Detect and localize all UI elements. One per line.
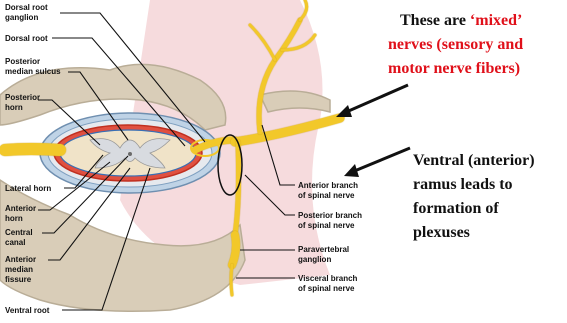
label-dorsal-root: Dorsal root <box>5 34 48 43</box>
ventral-line3: formation of <box>413 200 499 217</box>
arrow-mixed-shaft <box>344 85 408 113</box>
label-anterior-branch: Anterior branch of spinal nerve <box>298 181 360 200</box>
central-canal-dot <box>128 152 132 156</box>
arrows <box>336 85 410 177</box>
label-posterior-branch: Posterior branch of spinal nerve <box>298 211 364 230</box>
ventral-line2: ramus leads to <box>413 176 513 193</box>
arrow-ventral-head <box>344 164 359 177</box>
annotation-ventral-ramus: Ventral (anterior) ramus leads to format… <box>413 152 535 241</box>
mixed-line1: These are ‘mixed’ <box>400 12 522 29</box>
mixed-line1-black: These are <box>400 12 470 29</box>
mixed-line3: motor nerve fibers) <box>388 60 520 77</box>
cord-left-extension <box>5 149 60 150</box>
visceral-branch <box>231 265 232 295</box>
ventral-line4: plexuses <box>413 224 470 241</box>
arrow-mixed-head <box>336 105 352 117</box>
label-lateral-horn: Lateral horn <box>5 184 51 193</box>
mixed-line1-red: ‘mixed’ <box>470 12 522 29</box>
ventral-line1: Ventral (anterior) <box>413 152 535 169</box>
label-ventral-root: Ventral root <box>5 306 50 315</box>
label-posterior-median-sulcus: Posterior median sulcus <box>5 57 61 76</box>
annotation-mixed-nerves: These are ‘mixed’ nerves (sensory and mo… <box>388 12 523 77</box>
label-visceral-branch: Visceral branch of spinal nerve <box>298 274 360 293</box>
mixed-line2: nerves (sensory and <box>388 36 523 53</box>
label-paravertebral-ganglion: Paravertebral ganglion <box>298 245 351 264</box>
label-dorsal-root-ganglion: Dorsal root ganglion <box>5 3 50 22</box>
paravertebral-ganglion <box>232 235 236 265</box>
arrow-ventral-shaft <box>352 148 410 172</box>
